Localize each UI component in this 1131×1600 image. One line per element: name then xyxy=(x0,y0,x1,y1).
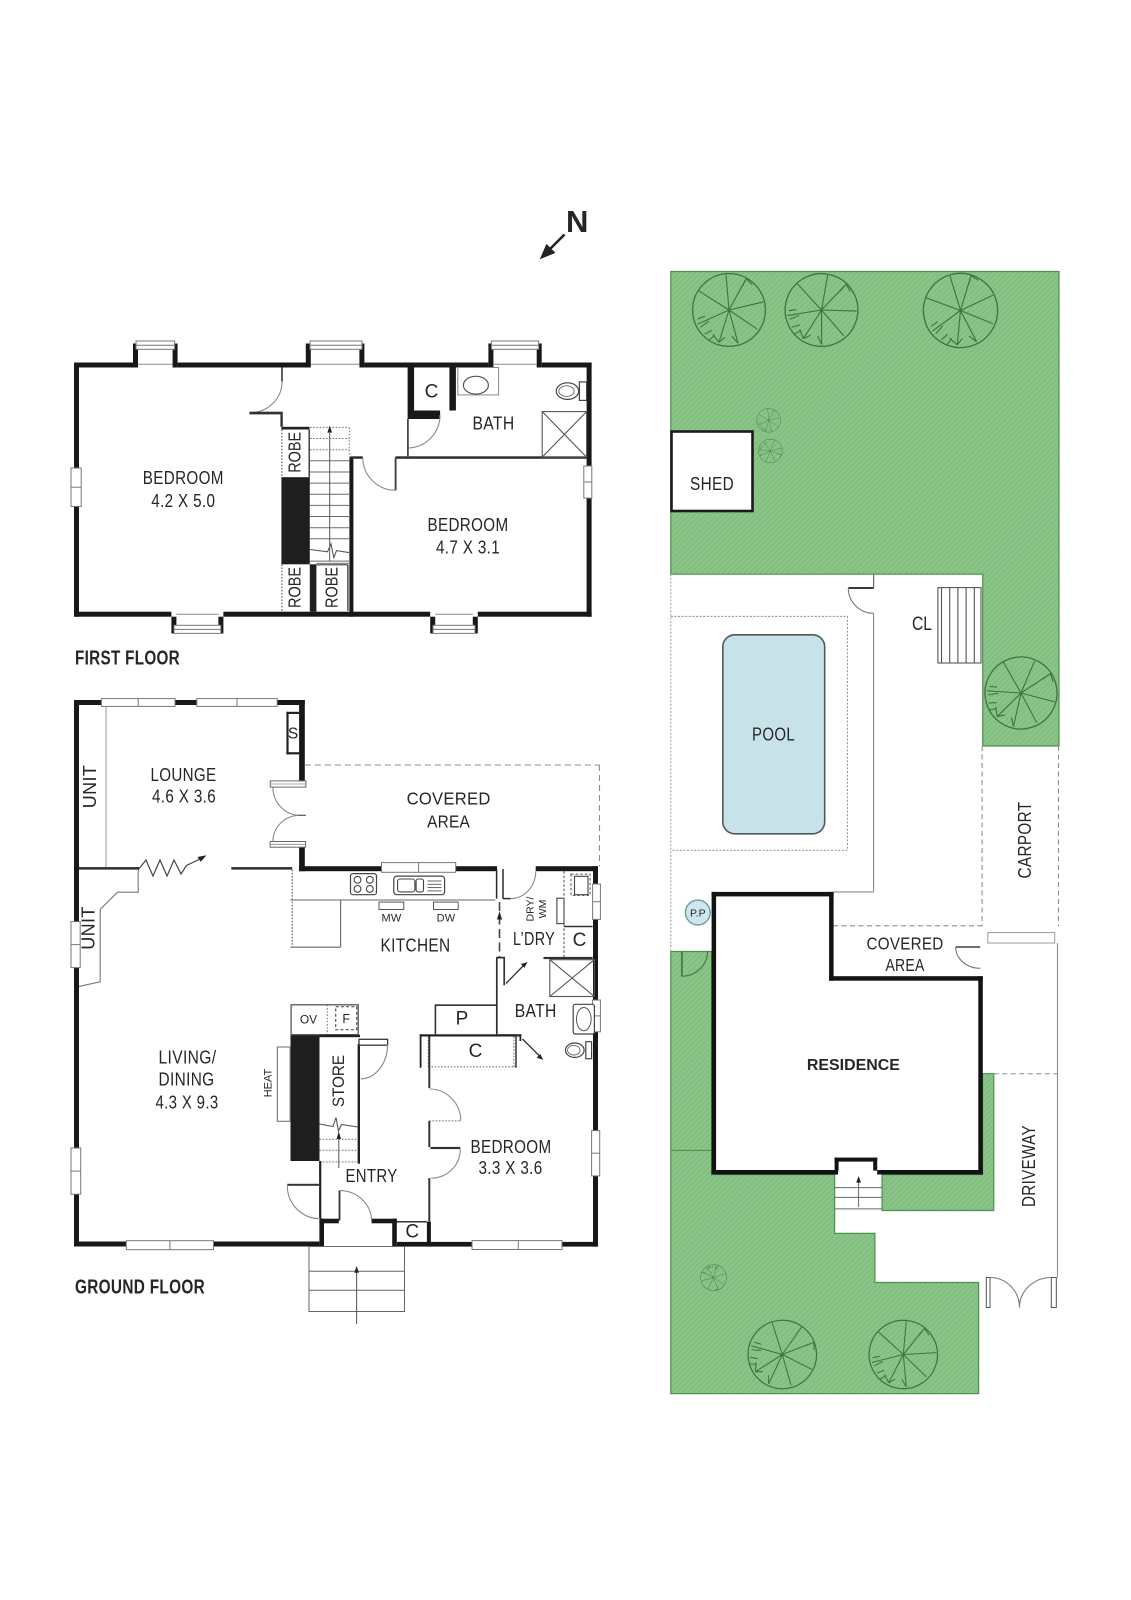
svg-text:F: F xyxy=(342,1012,350,1026)
svg-text:S: S xyxy=(288,726,298,743)
svg-text:COVERED: COVERED xyxy=(867,934,944,954)
svg-text:COVERED: COVERED xyxy=(407,789,491,809)
svg-text:4.6 X 3.6: 4.6 X 3.6 xyxy=(152,786,216,806)
svg-text:OV: OV xyxy=(300,1013,317,1027)
svg-text:POOL: POOL xyxy=(752,725,795,745)
svg-text:WM: WM xyxy=(537,900,549,919)
svg-text:ROBE: ROBE xyxy=(285,432,305,473)
svg-text:GROUND FLOOR: GROUND FLOOR xyxy=(75,1277,205,1299)
svg-text:BATH: BATH xyxy=(473,414,515,434)
svg-text:L’DRY: L’DRY xyxy=(513,929,555,949)
svg-text:C: C xyxy=(425,382,439,403)
svg-text:CL: CL xyxy=(912,614,932,635)
svg-text:LIVING/: LIVING/ xyxy=(159,1047,217,1067)
svg-text:MW: MW xyxy=(382,913,402,925)
svg-text:3.3 X 3.6: 3.3 X 3.6 xyxy=(479,1158,543,1178)
svg-text:C: C xyxy=(573,930,587,951)
svg-text:LOUNGE: LOUNGE xyxy=(151,765,217,785)
svg-text:AREA: AREA xyxy=(886,955,925,975)
svg-text:P: P xyxy=(456,1009,469,1030)
svg-text:ENTRY: ENTRY xyxy=(346,1166,398,1186)
svg-text:STORE: STORE xyxy=(329,1055,348,1107)
svg-text:C: C xyxy=(469,1041,483,1062)
svg-text:SHED: SHED xyxy=(690,474,734,494)
svg-text:AREA: AREA xyxy=(427,812,470,832)
svg-text:KITCHEN: KITCHEN xyxy=(381,936,451,956)
svg-text:ROBE: ROBE xyxy=(285,567,305,608)
svg-text:N: N xyxy=(566,204,588,239)
svg-text:BEDROOM: BEDROOM xyxy=(471,1137,552,1157)
svg-text:DRIVEWAY: DRIVEWAY xyxy=(1019,1125,1039,1207)
svg-text:P.P: P.P xyxy=(690,907,706,919)
svg-text:UNIT: UNIT xyxy=(79,906,99,950)
svg-text:RESIDENCE: RESIDENCE xyxy=(807,1057,900,1074)
svg-text:ROBE: ROBE xyxy=(322,567,342,608)
svg-text:4.3 X 9.3: 4.3 X 9.3 xyxy=(156,1092,219,1112)
svg-text:HEAT: HEAT xyxy=(263,1068,275,1097)
svg-text:DRY/: DRY/ xyxy=(525,896,537,921)
svg-text:4.2 X 5.0: 4.2 X 5.0 xyxy=(151,491,215,511)
svg-text:FIRST FLOOR: FIRST FLOOR xyxy=(75,648,180,670)
svg-text:CARPORT: CARPORT xyxy=(1015,802,1035,879)
svg-text:UNIT: UNIT xyxy=(80,765,100,809)
svg-text:DW: DW xyxy=(437,913,456,925)
svg-text:BEDROOM: BEDROOM xyxy=(428,515,509,535)
svg-text:4.7 X 3.1: 4.7 X 3.1 xyxy=(436,538,500,558)
svg-text:C: C xyxy=(405,1222,419,1243)
svg-text:BATH: BATH xyxy=(515,1001,557,1021)
svg-text:DINING: DINING xyxy=(159,1070,215,1090)
svg-text:BEDROOM: BEDROOM xyxy=(143,468,224,488)
